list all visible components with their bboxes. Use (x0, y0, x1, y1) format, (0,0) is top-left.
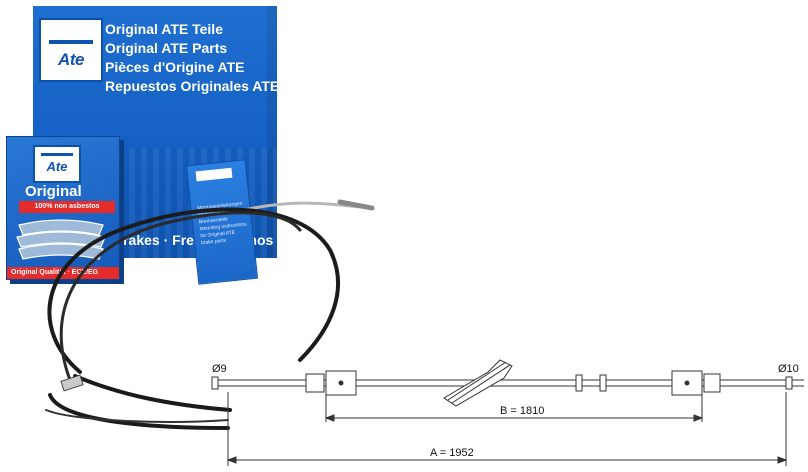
brake-pads-icon (16, 219, 106, 260)
right-end-diameter: Ø10 (778, 363, 799, 375)
ate-logo-icon: Ate (39, 18, 103, 82)
box-line-fr: Pièces d'Origine ATE (105, 59, 245, 75)
pad-box-title: Original (25, 183, 82, 200)
left-end-diameter: Ø9 (212, 363, 227, 375)
box-line-en: Original ATE Parts (105, 40, 228, 56)
ate-logo-text: Ate (58, 50, 84, 69)
ate-small-logo-icon: Ate (33, 145, 81, 183)
dimension-b-label: B = 1810 (500, 405, 544, 417)
cable-schematic (211, 359, 804, 466)
pad-box-badge: 100% non asbestos (19, 201, 115, 213)
brake-cable-photo (45, 199, 375, 430)
dimension-a-label: A = 1952 (430, 447, 474, 459)
ate-pad-box: Ate Original 100% non asbestos Original … (6, 136, 120, 280)
box-line-es: Repuestos Originales ATE (105, 78, 280, 94)
box-line-de: Original ATE Teile (105, 21, 223, 37)
box-language-lines: Original ATE Teile Original ATE Parts Pi… (105, 20, 279, 96)
